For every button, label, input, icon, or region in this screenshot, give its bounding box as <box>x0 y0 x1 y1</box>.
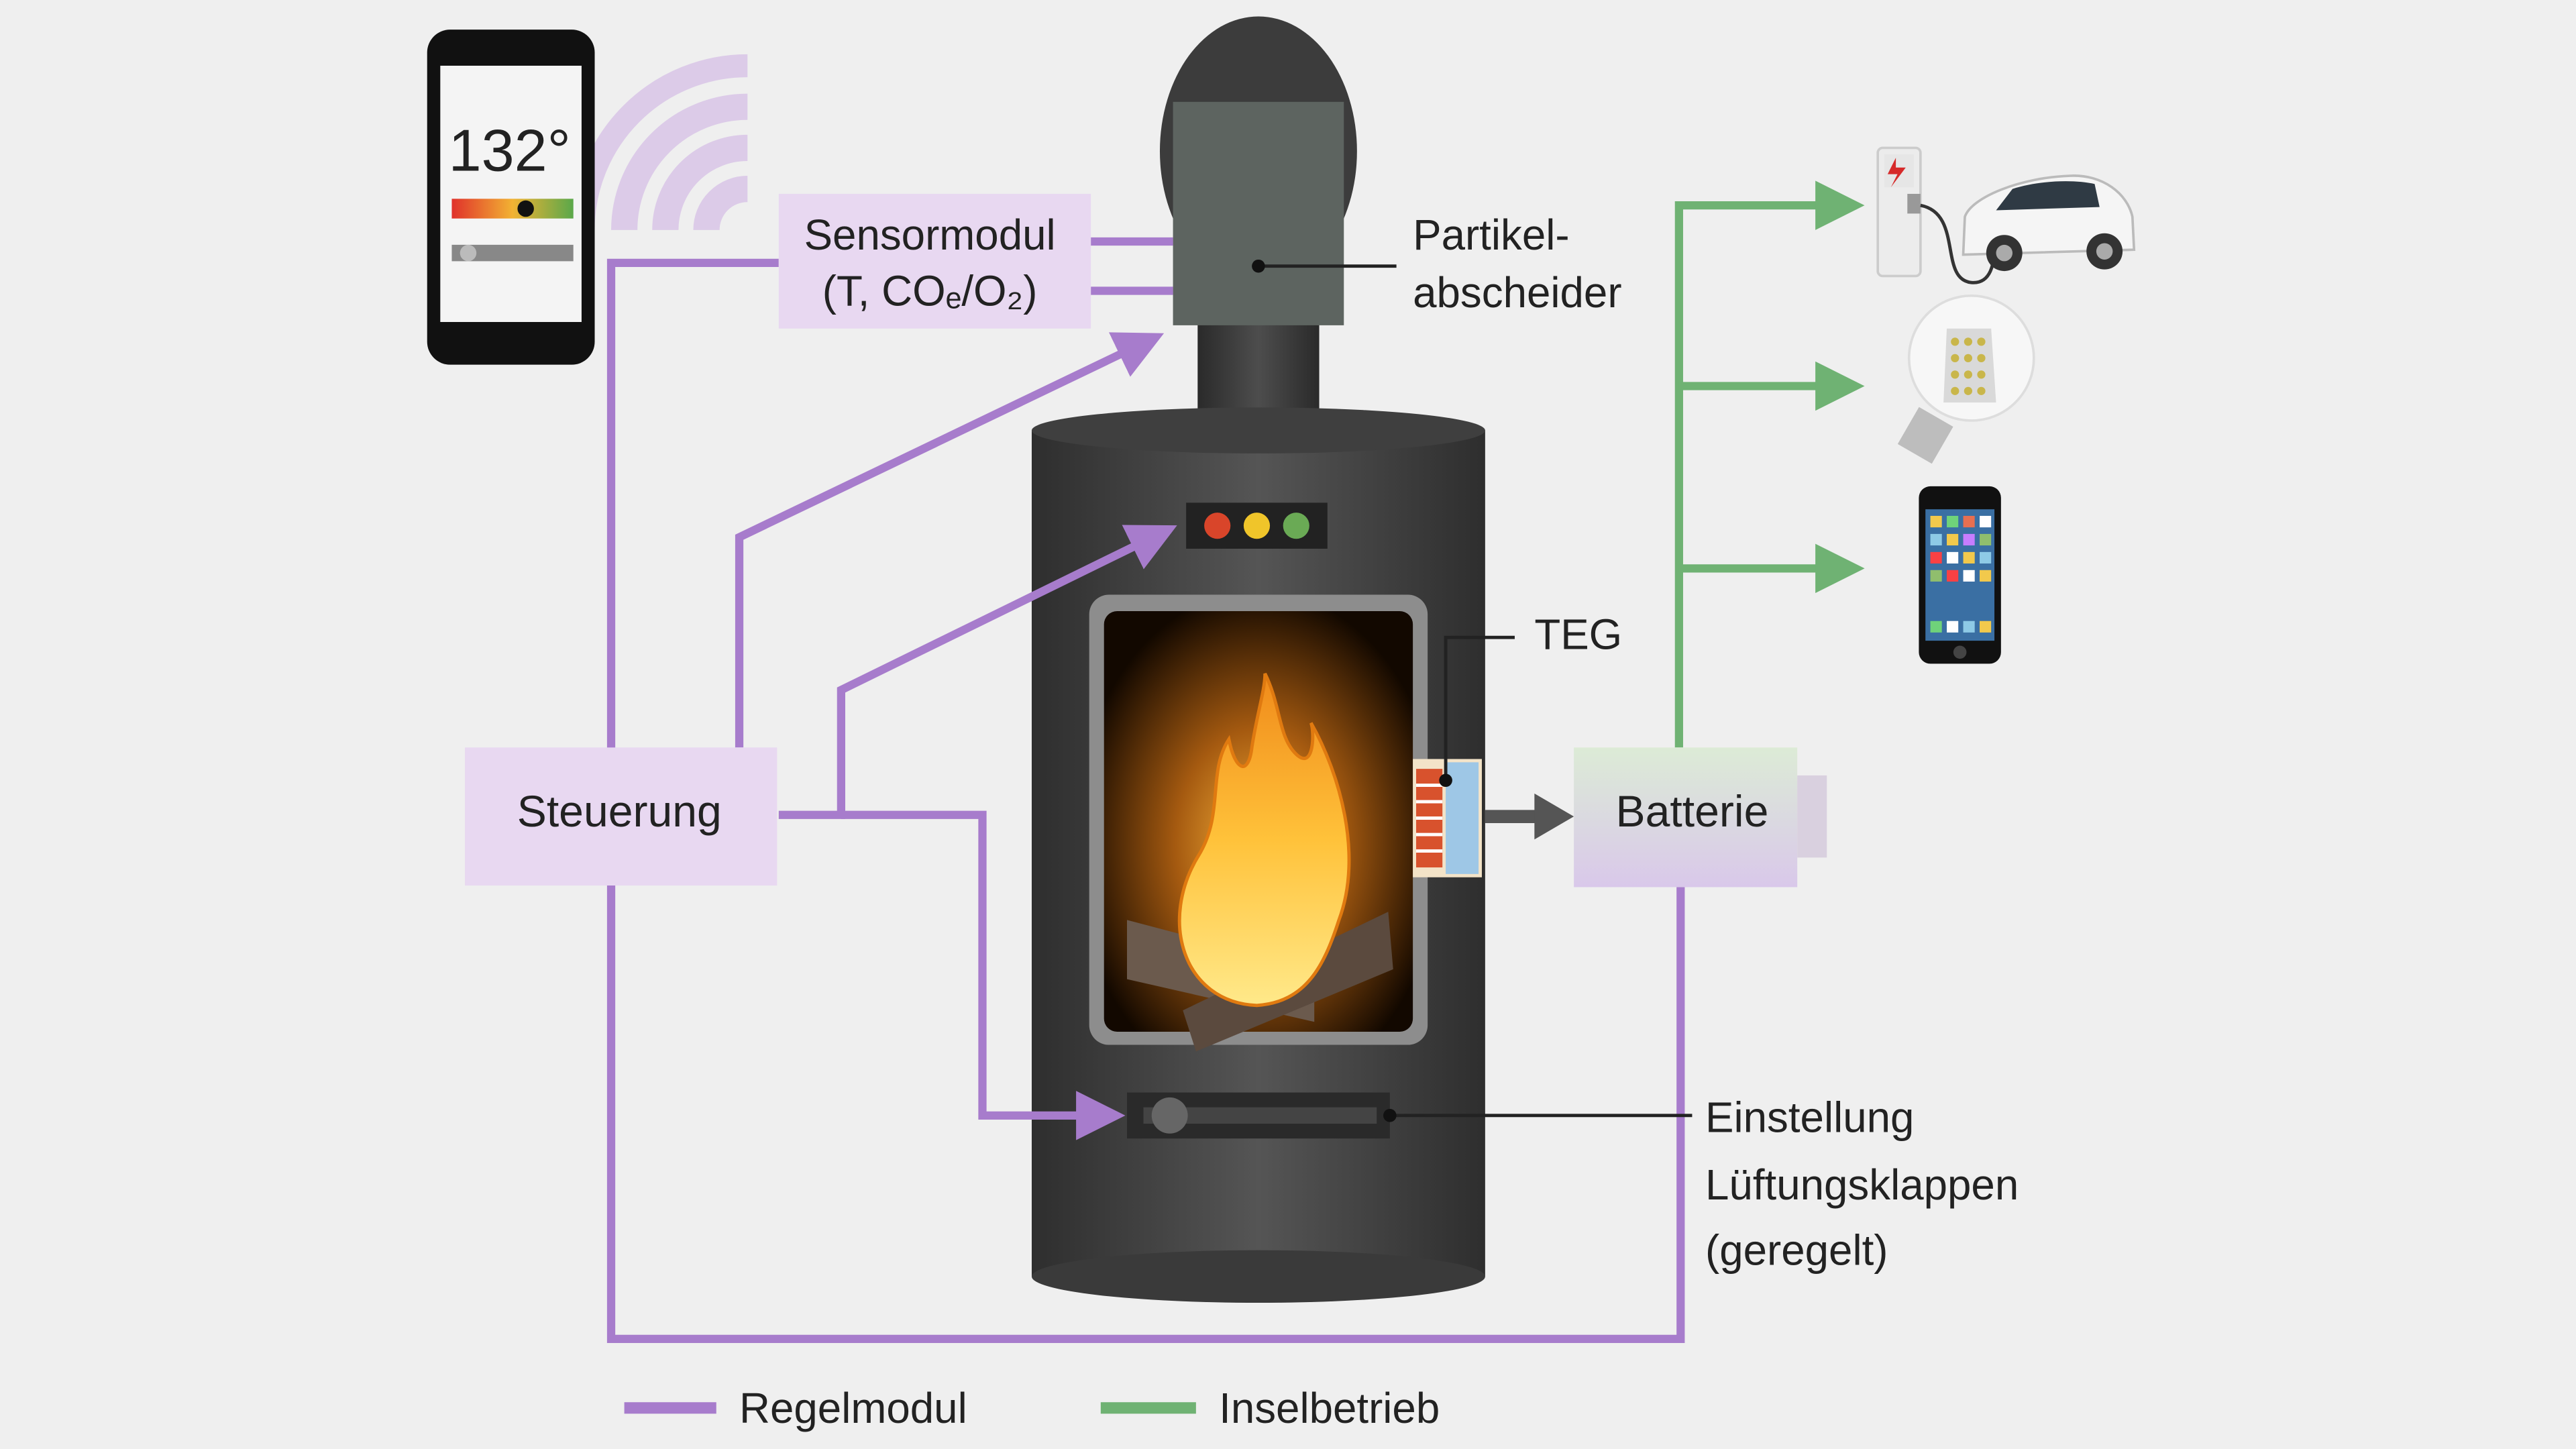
sensor-module-label: Sensormodul <box>804 211 1056 259</box>
teg-to-battery-arrow <box>1485 793 1574 840</box>
indicator-red-icon <box>1204 513 1231 539</box>
teg-label: TEG <box>1534 610 1622 658</box>
temperature-readout: 132° <box>449 117 571 184</box>
stove <box>1031 16 1485 1303</box>
stove-bottom <box>1031 1250 1485 1303</box>
control-lines <box>606 237 1685 1344</box>
stove-top <box>1031 407 1485 453</box>
wifi-icon <box>572 54 749 231</box>
steuerung-label: Steuerung <box>517 787 722 837</box>
battery-box: Batterie <box>1574 747 1827 888</box>
legend-label-inselbetrieb: Inselbetrieb <box>1219 1385 1440 1432</box>
smartphone-display: 132° <box>427 30 595 365</box>
light-bulb-icon <box>1897 294 2035 464</box>
indicator-green-icon <box>1283 513 1309 539</box>
island-lines <box>1674 180 1865 748</box>
legend: Regelmodul Inselbetrieb <box>624 1385 1440 1432</box>
flame-icon <box>1177 672 1351 1008</box>
legend-label-regelmodul: Regelmodul <box>739 1385 967 1432</box>
sensor-module-box: Sensormodul (T, COₑ/O₂) <box>778 193 1091 329</box>
vent-label-2: Lüftungsklappen <box>1705 1161 2019 1209</box>
slider-knob <box>460 244 477 262</box>
smartphone-icon <box>1919 486 2001 664</box>
battery-label: Batterie <box>1616 787 1769 837</box>
particle-separator-annotation: Partikel- abscheider <box>1252 211 1622 317</box>
particle-separator-label: Partikel- <box>1413 211 1569 259</box>
teg-annotation: TEG <box>1439 610 1622 788</box>
car-icon <box>1962 174 2136 272</box>
legend-item-regelmodul: Regelmodul <box>624 1385 967 1432</box>
particle-separator <box>1173 101 1344 325</box>
legend-item-inselbetrieb: Inselbetrieb <box>1100 1385 1440 1432</box>
temperature-marker <box>517 200 534 217</box>
particle-separator-label-2: abscheider <box>1413 269 1621 317</box>
indicator-yellow-icon <box>1243 513 1271 539</box>
sensor-module-sublabel: (T, COₑ/O₂) <box>822 268 1038 315</box>
vent-annotation: Einstellung Lüftungsklappen (geregelt) <box>1383 1093 2019 1275</box>
steuerung-box: Steuerung <box>465 747 777 885</box>
temperature-bar <box>451 199 574 219</box>
vent-label-1: Einstellung <box>1705 1093 1914 1141</box>
air-regulator-knob <box>1151 1097 1188 1134</box>
vent-label-3: (geregelt) <box>1705 1227 1888 1275</box>
